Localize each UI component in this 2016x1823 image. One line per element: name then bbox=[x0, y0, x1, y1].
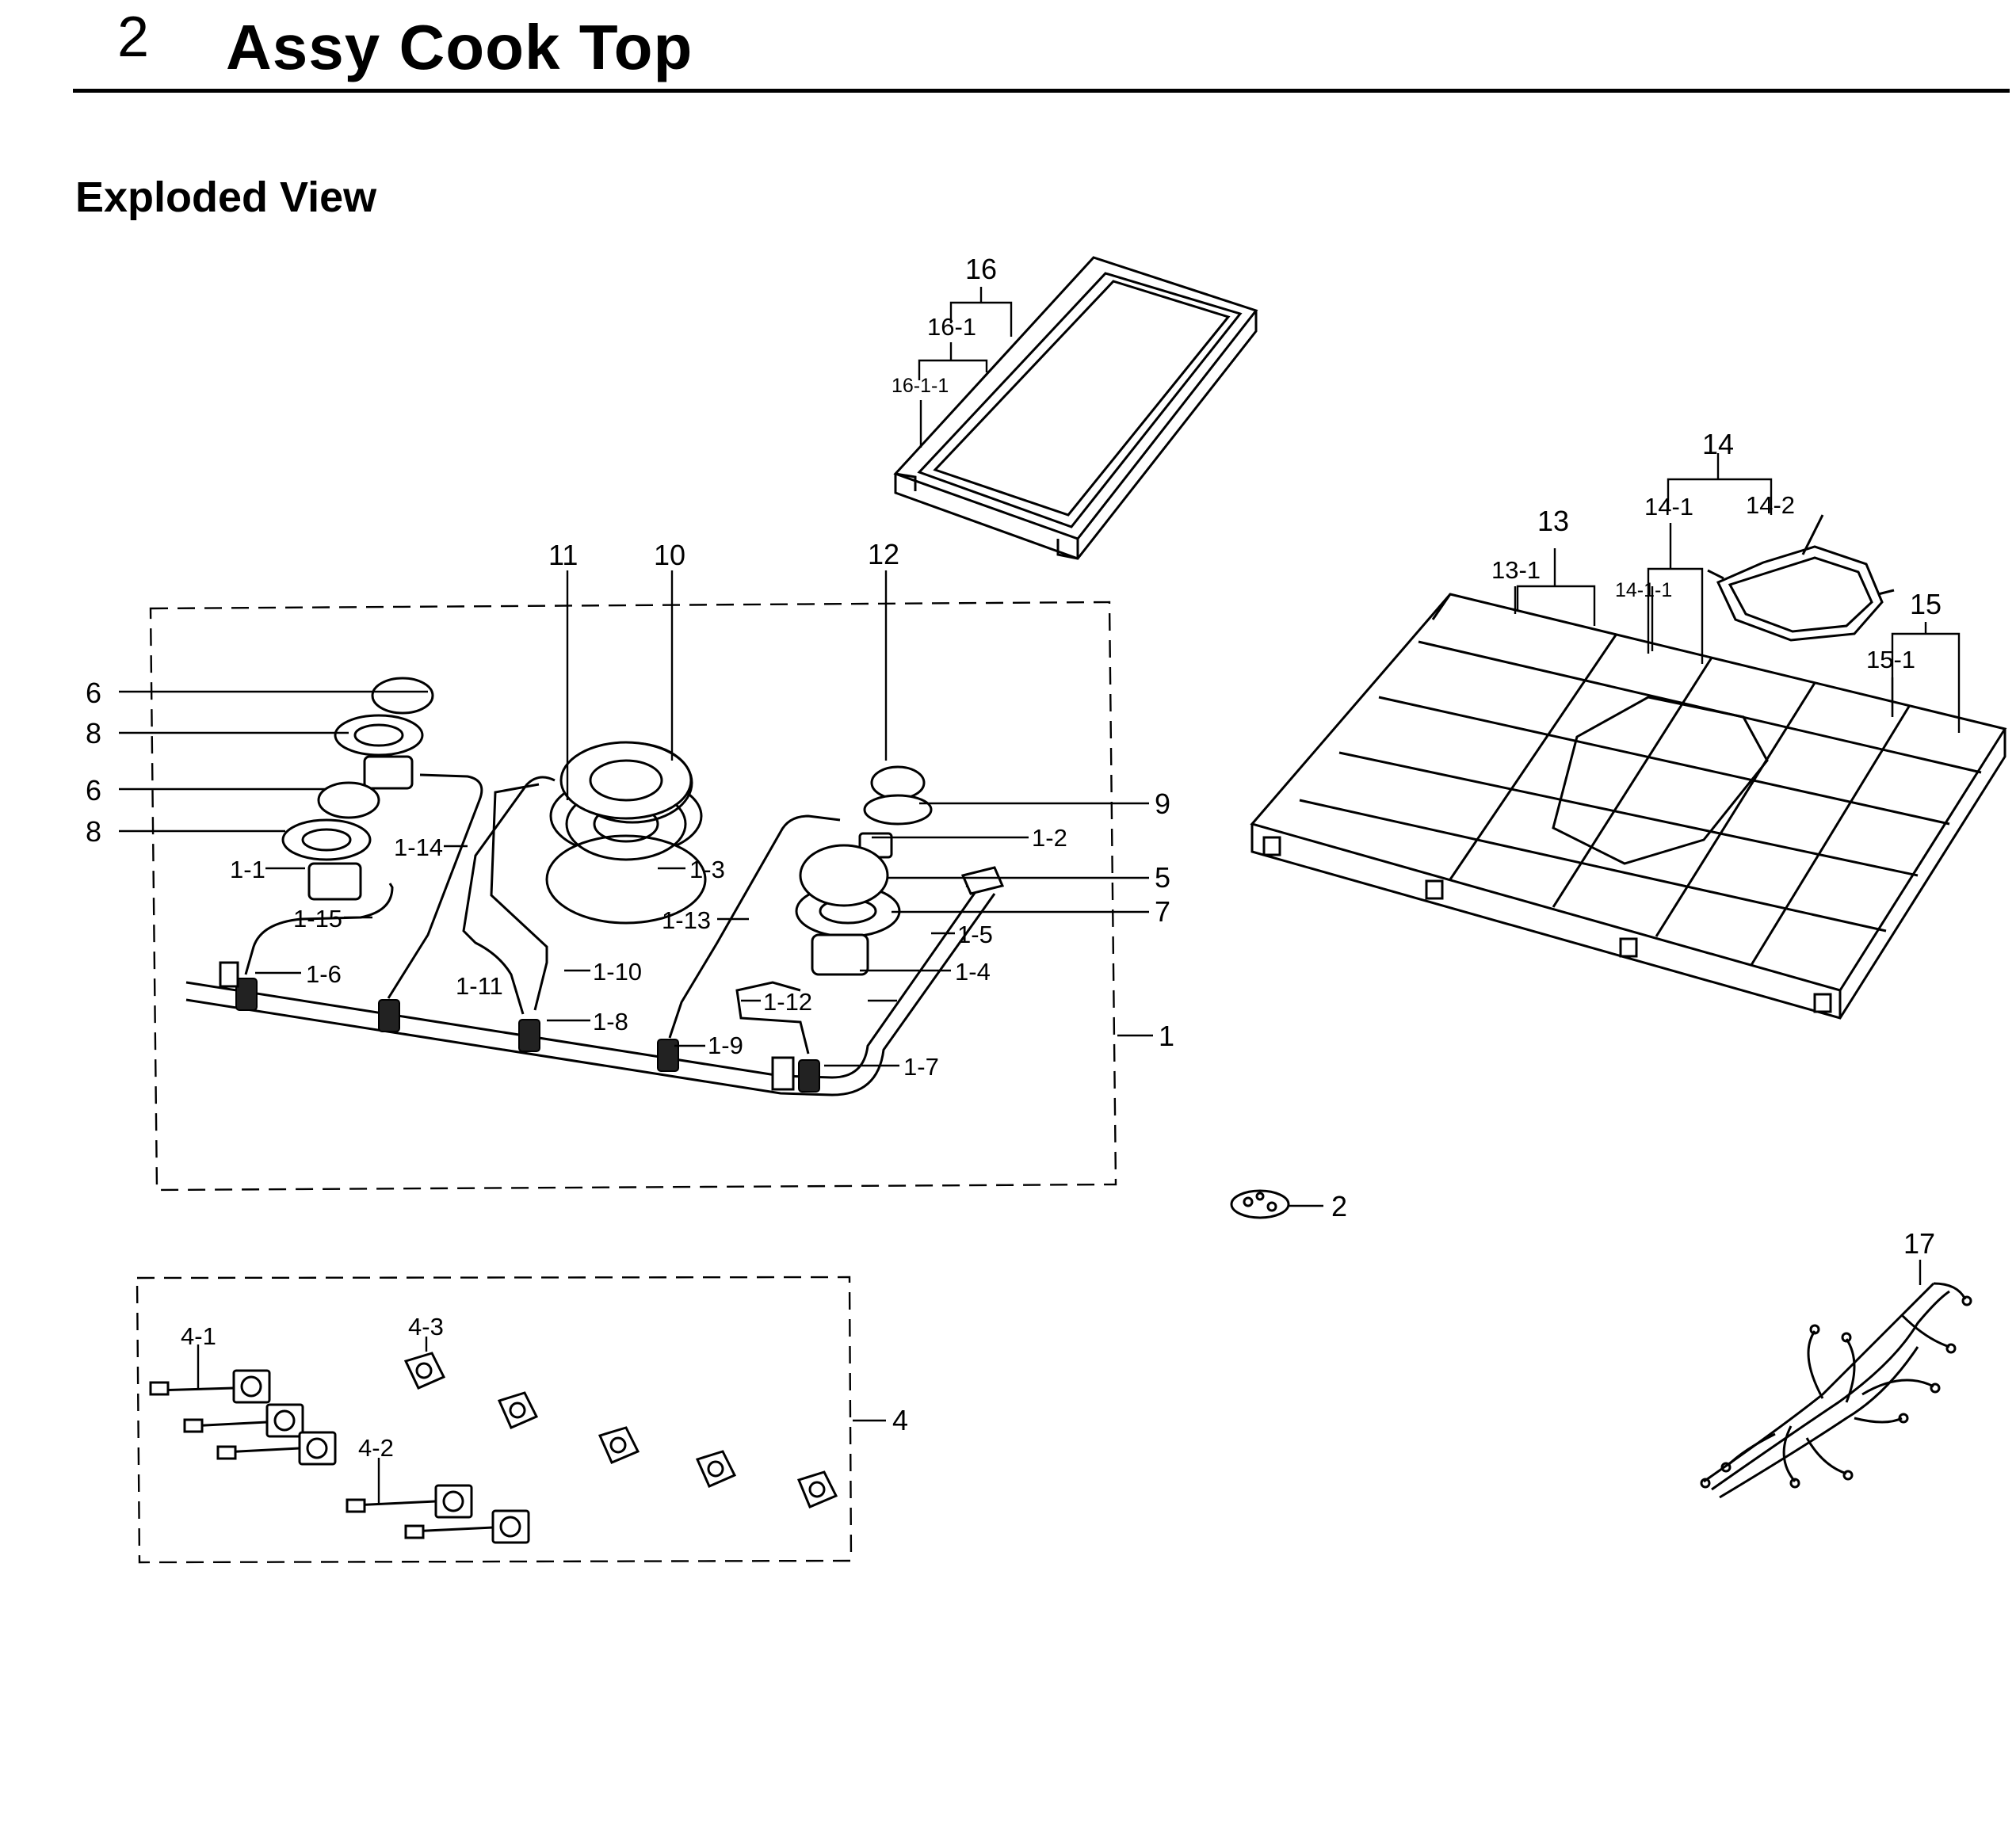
part-label-7: 7 bbox=[1155, 895, 1170, 928]
part-label-10: 10 bbox=[654, 539, 685, 571]
callout-16-group: 16 16-1 16-1-1 bbox=[892, 253, 1013, 448]
part-label-1-10: 1-10 bbox=[593, 958, 642, 986]
part-label-11: 11 bbox=[548, 539, 578, 571]
section-number: 2 bbox=[117, 6, 150, 69]
part-label-4-3: 4-3 bbox=[408, 1313, 444, 1341]
part-label-1-14: 1-14 bbox=[394, 833, 443, 861]
part-label-13-1: 13-1 bbox=[1491, 556, 1541, 584]
part-label-4-2: 4-2 bbox=[358, 1434, 394, 1462]
part-label-9: 9 bbox=[1155, 788, 1170, 820]
griddle-part bbox=[893, 256, 1258, 560]
part-label-5: 5 bbox=[1155, 861, 1170, 894]
left-burners bbox=[281, 677, 434, 901]
part-label-1-13: 1-13 bbox=[662, 906, 711, 934]
part-label-15-1: 15-1 bbox=[1866, 646, 1915, 673]
part-label-15: 15 bbox=[1910, 588, 1942, 620]
part-label-13: 13 bbox=[1537, 505, 1569, 537]
part-label-17: 17 bbox=[1903, 1227, 1935, 1260]
part-label-12: 12 bbox=[868, 538, 899, 570]
assembly-1-boundary bbox=[149, 601, 1117, 1192]
exploded-view-heading: Exploded View bbox=[75, 174, 377, 221]
part-label-2: 2 bbox=[1331, 1190, 1347, 1222]
part-label-1: 1 bbox=[1159, 1020, 1174, 1052]
part-label-1-5: 1-5 bbox=[957, 921, 993, 948]
part-label-1-8: 1-8 bbox=[593, 1008, 628, 1035]
wire-harness bbox=[1700, 1260, 1972, 1499]
part-label-4-1: 4-1 bbox=[181, 1322, 216, 1350]
assembly-4-boundary bbox=[136, 1276, 853, 1564]
knob-bases bbox=[403, 1352, 838, 1508]
part-label-1-3: 1-3 bbox=[689, 856, 725, 883]
gas-manifold-pipe bbox=[185, 866, 1005, 1096]
callouts-main bbox=[119, 570, 1149, 1067]
part-label-14-1: 14-1 bbox=[1644, 493, 1693, 521]
part-label-8-top: 8 bbox=[86, 717, 101, 749]
wok-ring bbox=[1707, 514, 1895, 642]
part-label-1-4: 1-4 bbox=[955, 958, 991, 986]
part-label-6-bottom: 6 bbox=[86, 774, 101, 807]
header-rule bbox=[73, 89, 2010, 93]
part-label-14-1-1: 14-1-1 bbox=[1615, 579, 1672, 601]
cooktop-grates bbox=[1250, 593, 2007, 1020]
page-title: Assy Cook Top bbox=[226, 12, 693, 82]
part-label-1-15: 1-15 bbox=[293, 905, 342, 932]
part-label-14-2: 14-2 bbox=[1746, 491, 1795, 519]
part-label-4: 4 bbox=[892, 1404, 908, 1436]
part-label-1-6: 1-6 bbox=[306, 960, 342, 988]
part-label-1-9: 1-9 bbox=[708, 1032, 743, 1059]
igniter-switches bbox=[149, 1369, 530, 1544]
part-label-16-1-1: 16-1-1 bbox=[892, 375, 949, 397]
valves bbox=[219, 961, 820, 1093]
part-label-16: 16 bbox=[965, 253, 997, 285]
center-burner bbox=[545, 741, 707, 925]
part-label-1-7: 1-7 bbox=[903, 1053, 939, 1081]
part-2-gasket bbox=[1230, 1189, 1323, 1219]
part-label-1-2: 1-2 bbox=[1032, 824, 1067, 852]
burner-tubes bbox=[244, 773, 841, 1055]
callouts-grates bbox=[1514, 453, 1961, 733]
part-label-1-1: 1-1 bbox=[230, 856, 265, 883]
part-label-8-bottom: 8 bbox=[86, 815, 101, 848]
part-label-6-top: 6 bbox=[86, 677, 101, 709]
part-label-1-11: 1-11 bbox=[456, 972, 503, 1000]
part-label-14: 14 bbox=[1702, 428, 1734, 460]
part-label-1-12: 1-12 bbox=[763, 988, 812, 1016]
part-label-16-1: 16-1 bbox=[927, 313, 976, 341]
right-burner bbox=[795, 765, 933, 976]
